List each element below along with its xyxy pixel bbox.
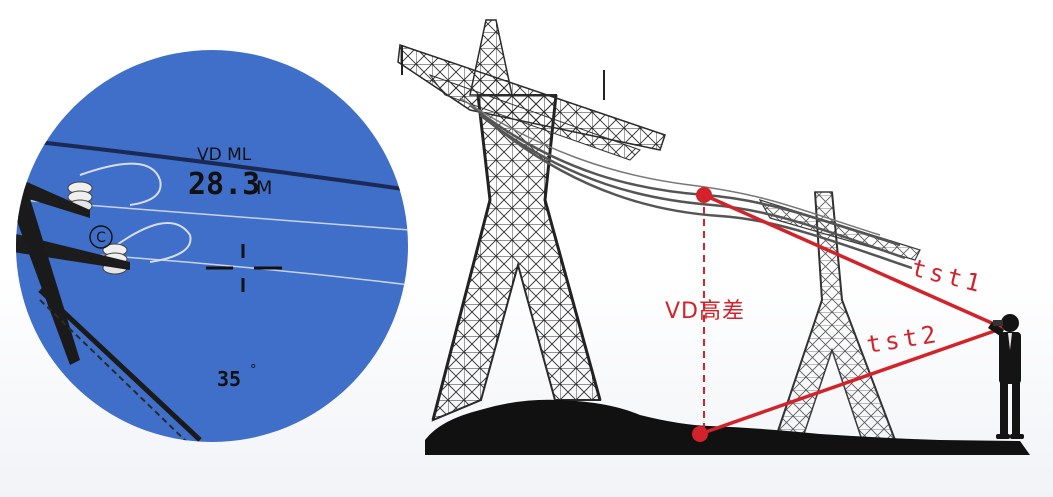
crosshair-icon bbox=[206, 244, 282, 292]
viewfinder-angle-unit: ° bbox=[250, 363, 257, 378]
viewfinder-mode-icon-letter: C bbox=[96, 230, 106, 246]
tst1-line bbox=[703, 193, 1004, 330]
viewfinder-jumper-loop-2 bbox=[109, 222, 192, 263]
viewfinder-distance-unit: M bbox=[256, 177, 272, 199]
viewfinder-mode-label: VD ML bbox=[197, 145, 252, 165]
measurement-lines bbox=[692, 187, 1004, 442]
viewfinder-distance-value: 28.3 bbox=[188, 167, 260, 202]
vd-height-label: VD高差 bbox=[665, 299, 745, 324]
viewfinder-angle-value: 35 bbox=[217, 367, 241, 391]
person-icon bbox=[988, 314, 1024, 439]
viewfinder-sky bbox=[16, 50, 408, 442]
target-point-top bbox=[696, 187, 712, 203]
viewfinder-guy-chain bbox=[38, 288, 202, 442]
ground-silhouette bbox=[425, 399, 1030, 455]
tst2-line bbox=[699, 326, 1004, 436]
rangefinder-device-icon bbox=[993, 320, 1003, 326]
viewfinder-jumper-loop bbox=[79, 162, 162, 206]
viewfinder-thick-cable bbox=[19, 138, 408, 192]
viewfinder-mode-icon: C bbox=[89, 225, 113, 249]
power-cables bbox=[459, 97, 913, 270]
viewfinder: VD ML 28.3 M C 35 ° bbox=[16, 50, 408, 442]
target-point-bottom bbox=[692, 426, 708, 442]
diagram: VD高差 tst1 tst2 bbox=[397, 19, 1030, 455]
tower-large bbox=[397, 19, 666, 422]
